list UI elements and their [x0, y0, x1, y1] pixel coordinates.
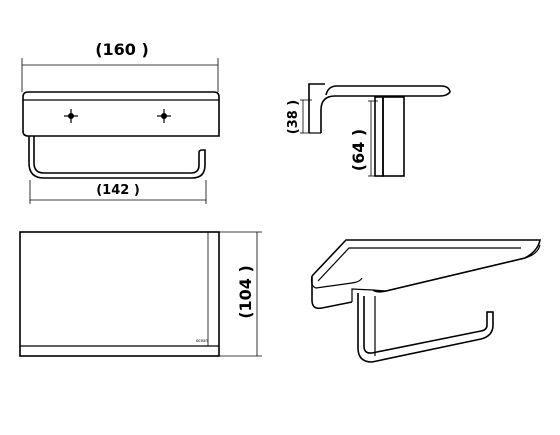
wall-plate-left: [311, 276, 353, 310]
side-view: (38 ) (64 ): [286, 83, 451, 177]
screw-hole-left-icon: [64, 109, 78, 123]
dimension-label-160: (160 ): [95, 40, 149, 59]
back-plate-front: [22, 91, 220, 137]
roll-holder-arm-iso: [357, 293, 494, 363]
dimension-label-104: (104 ): [236, 265, 255, 319]
arm-post-right: [382, 96, 405, 177]
screw-hole-right-icon: [157, 109, 171, 123]
front-view: (160 ) (142 ): [21, 40, 220, 204]
shelf-inner-edge: [317, 247, 521, 282]
shelf-front-lip: [351, 244, 541, 302]
side-wall-edge: [308, 83, 325, 133]
roll-holder-arm-front: [28, 136, 206, 179]
shelf-profile-side: [320, 85, 451, 133]
dimension-label-142: (142 ): [96, 183, 140, 198]
arm-post-left: [374, 96, 384, 177]
shelf-plate-top: [19, 231, 220, 357]
dimension-label-38: (38 ): [286, 100, 301, 135]
shelf-back-lip: [310, 275, 363, 289]
isometric-view: [310, 239, 541, 363]
top-view: ocean (104 ): [19, 231, 262, 357]
dimension-label-64: (64 ): [349, 129, 368, 171]
brand-logo: ocean: [196, 338, 209, 343]
